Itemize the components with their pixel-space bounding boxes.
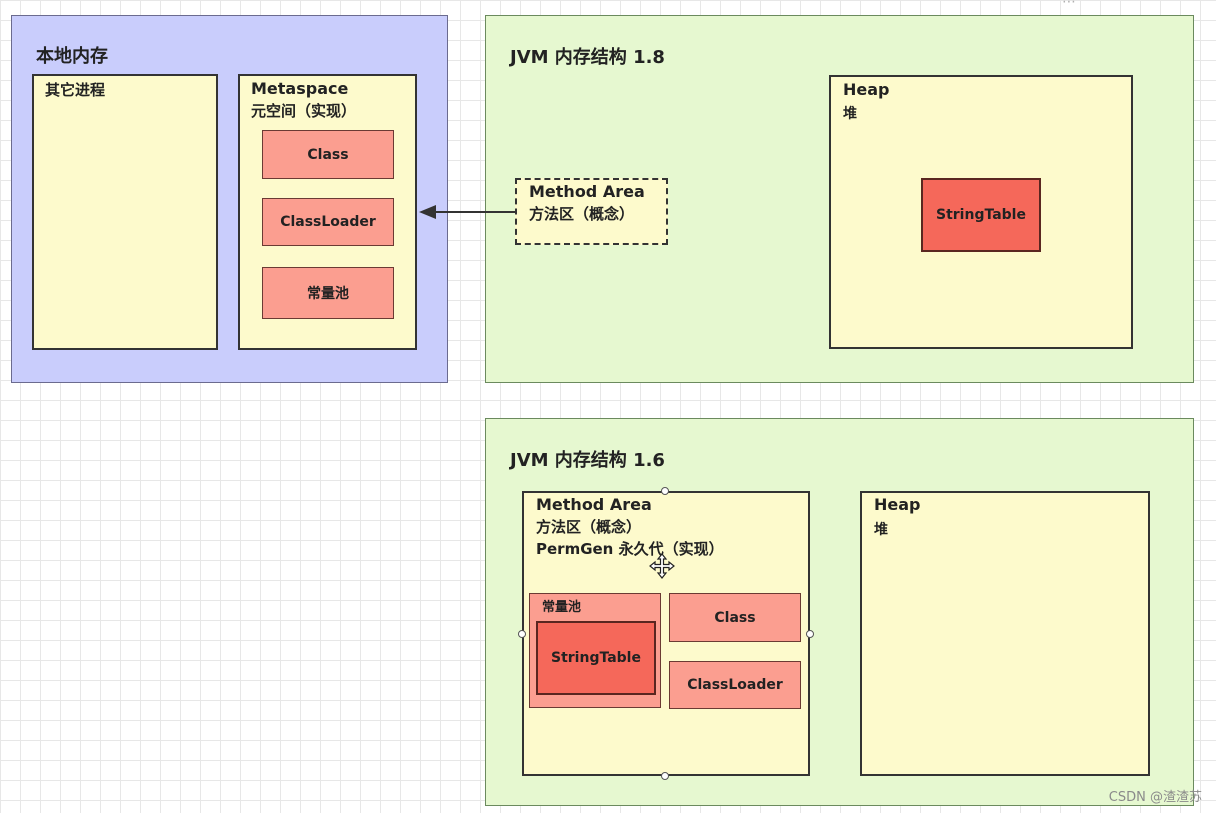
resize-handle-right[interactable] xyxy=(806,630,814,638)
other-process-label: 其它进程 xyxy=(45,81,106,99)
heap-1-8-title: Heap xyxy=(843,80,890,99)
jvm-1-8-title: JVM 内存结构 1.8 xyxy=(510,47,665,68)
metaspace-class-box[interactable]: Class xyxy=(262,130,394,179)
heap-1-8-subtitle: 堆 xyxy=(843,106,857,122)
heap-1-6-subtitle: 堆 xyxy=(874,522,888,538)
permgen-label: PermGen 永久代（实现） xyxy=(536,540,724,558)
heap-1-6-title: Heap xyxy=(874,495,921,514)
arrow-left-icon xyxy=(419,205,436,219)
method-area-1-6-title: Method Area xyxy=(536,495,652,514)
other-process-box[interactable]: 其它进程 xyxy=(32,74,218,350)
metaspace-title: Metaspace xyxy=(251,79,349,98)
string-table-1-6-box[interactable]: StringTable xyxy=(536,621,656,695)
watermark: CSDN @渣渣苏 xyxy=(1108,790,1202,805)
native-memory-title: 本地内存 xyxy=(36,46,108,67)
metaspace-classloader-box[interactable]: ClassLoader xyxy=(262,198,394,246)
method-area-subtitle: 方法区（概念） xyxy=(529,205,635,223)
method-area-concept-box[interactable]: Method Area 方法区（概念） xyxy=(515,178,668,245)
method-area-1-6-subtitle: 方法区（概念） xyxy=(536,518,642,536)
top-edge-fragment: ⋯ xyxy=(1062,0,1076,10)
heap-1-6-box[interactable]: Heap 堆 xyxy=(860,491,1150,776)
jvm-1-6-title: JVM 内存结构 1.6 xyxy=(510,450,665,471)
metaspace-constant-pool-box[interactable]: 常量池 xyxy=(262,267,394,319)
resize-handle-left[interactable] xyxy=(518,630,526,638)
method-area-title: Method Area xyxy=(529,182,645,201)
resize-handle-top[interactable] xyxy=(661,487,669,495)
resize-handle-bottom[interactable] xyxy=(661,772,669,780)
move-cursor-icon xyxy=(649,553,675,579)
constant-pool-1-6-label: 常量池 xyxy=(542,600,582,615)
metaspace-subtitle: 元空间（实现） xyxy=(251,102,357,120)
permgen-class-box[interactable]: Class xyxy=(669,593,801,642)
permgen-classloader-box[interactable]: ClassLoader xyxy=(669,661,801,709)
string-table-1-8-box[interactable]: StringTable xyxy=(921,178,1041,252)
